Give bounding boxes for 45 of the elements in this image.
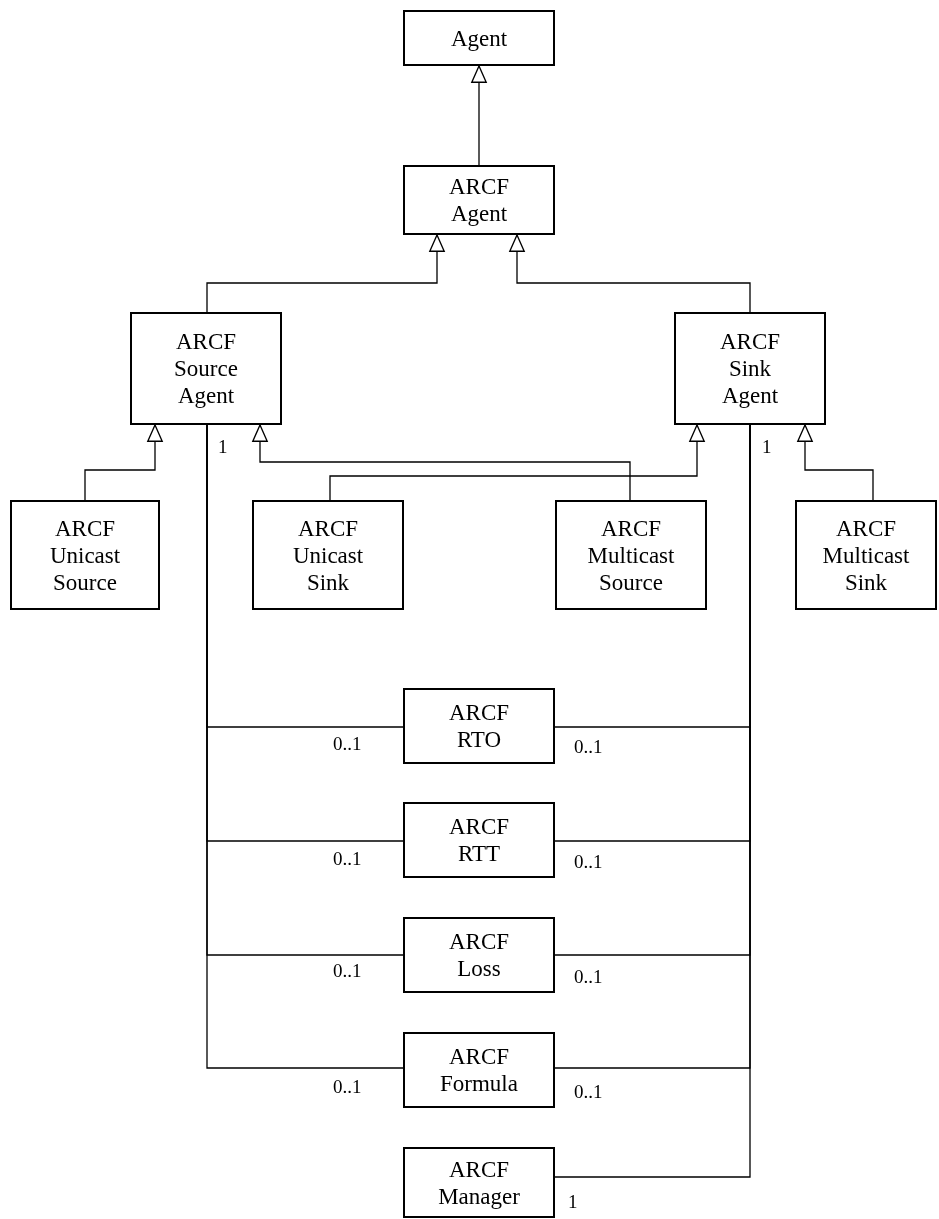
class-box [795,500,937,610]
association-line [206,424,404,1069]
multiplicity-label: 0..1 [574,736,603,758]
generalization-arrow [329,424,705,501]
class-box [555,500,707,610]
multiplicity-label: 1 [568,1191,578,1213]
class-name: ARCF Loss [448,928,510,982]
class-box [403,688,555,764]
class-box [10,500,160,610]
class-name: ARCF Agent [448,173,510,227]
multiplicity-label: 1 [762,436,772,458]
multiplicity-label: 0..1 [333,848,362,870]
class-box [403,165,555,235]
class-box [674,312,826,425]
class-name: ARCF RTT [448,813,510,867]
class-name: ARCF Multicast Source [587,514,675,596]
class-box [130,312,282,425]
class-name: ARCF Sink Agent [719,328,781,409]
generalization-arrow [797,424,874,501]
class-box [403,1032,555,1108]
class-name: ARCF Manager [438,1155,520,1210]
class-name: Agent [450,24,508,52]
multiplicity-label: 0..1 [333,733,362,755]
generalization-arrow [252,424,631,501]
multiplicity-label: 1 [218,436,228,458]
class-box [403,10,555,66]
class-name: ARCF Source Agent [174,328,238,409]
generalization-arrow [206,234,445,313]
class-box [403,1147,555,1218]
class-name: ARCF Multicast Sink [822,514,910,596]
multiplicity-label: 0..1 [574,851,603,873]
generalization-arrow [471,65,487,166]
generalization-arrow [84,424,163,501]
generalization-arrow [509,234,751,313]
multiplicity-label: 0..1 [333,960,362,982]
class-name: ARCF Unicast Source [49,514,121,596]
class-name: ARCF Formula [440,1043,518,1097]
class-box [252,500,404,610]
multiplicity-label: 0..1 [333,1076,362,1098]
class-name: ARCF RTO [448,699,510,753]
multiplicity-label: 0..1 [574,1081,603,1103]
class-box [403,917,555,993]
class-box [403,802,555,878]
class-name: ARCF Unicast Sink [292,514,364,596]
multiplicity-label: 0..1 [574,966,603,988]
